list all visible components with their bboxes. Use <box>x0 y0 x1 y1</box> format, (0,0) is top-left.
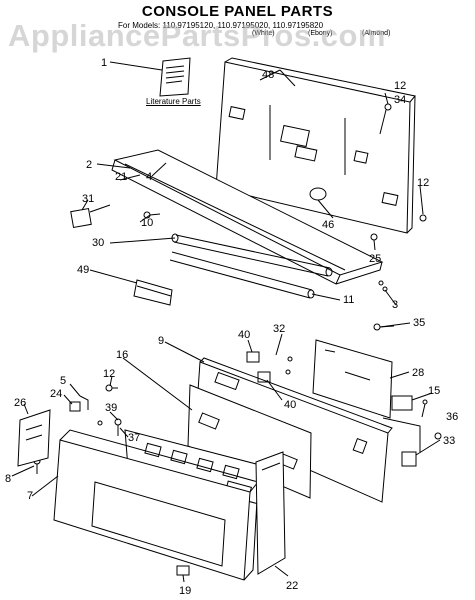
side-bracket <box>17 409 51 467</box>
control-board <box>312 339 393 419</box>
callout-2: 2 <box>86 159 92 171</box>
callout-15: 15 <box>428 385 440 397</box>
literature-booklet <box>159 57 191 97</box>
light-diffuser <box>169 251 315 299</box>
callout-46: 46 <box>322 219 334 231</box>
callout-9: 9 <box>158 335 164 347</box>
console-cover <box>111 149 384 285</box>
color-almond-label: (Almond) <box>362 30 391 37</box>
front-panel <box>53 429 259 581</box>
callout-19: 19 <box>179 585 191 597</box>
callout-40-a: 40 <box>238 329 250 341</box>
callout-49: 49 <box>77 264 89 276</box>
callout-36: 36 <box>446 411 458 423</box>
end-cap <box>255 451 286 575</box>
callout-30: 30 <box>92 237 104 249</box>
callout-34: 34 <box>394 94 406 106</box>
callout-24: 24 <box>50 388 62 400</box>
callout-40-b: 40 <box>284 399 296 411</box>
models-line: For Models: 110.97195120, 110.97195020, … <box>118 21 324 30</box>
callout-25: 25 <box>369 253 381 265</box>
relay <box>401 451 417 467</box>
power-button <box>176 565 190 576</box>
callout-33: 33 <box>443 435 455 447</box>
callout-12-b: 12 <box>417 177 429 189</box>
spring-clip <box>79 395 89 410</box>
color-ebony-label: (Ebony) <box>308 30 333 37</box>
callout-1: 1 <box>101 57 107 69</box>
callout-12-c: 12 <box>103 368 115 380</box>
callout-28: 28 <box>412 367 424 379</box>
bracket <box>133 279 173 306</box>
callout-8: 8 <box>5 473 11 485</box>
clip <box>69 401 81 412</box>
callout-31: 31 <box>82 193 94 205</box>
page-title: CONSOLE PANEL PARTS <box>141 3 334 20</box>
callout-7: 7 <box>27 490 33 502</box>
callout-26: 26 <box>14 397 26 409</box>
callout-16: 16 <box>116 349 128 361</box>
color-white-label: (White) <box>252 30 275 37</box>
switch-lower <box>257 371 271 383</box>
callout-5: 5 <box>60 375 66 387</box>
callout-4: 4 <box>146 171 152 183</box>
callout-labels: 1 48 12 34 2 21 4 12 31 10 46 30 25 49 3… <box>5 57 458 597</box>
callout-32: 32 <box>273 323 285 335</box>
callout-3: 3 <box>392 299 398 311</box>
callout-35: 35 <box>413 317 425 329</box>
callout-39: 39 <box>105 402 117 414</box>
callout-10: 10 <box>141 217 153 229</box>
callout-48: 48 <box>262 69 274 81</box>
callout-22: 22 <box>286 580 298 592</box>
transformer <box>391 395 413 411</box>
callout-37: 37 <box>128 432 140 444</box>
switch-upper <box>246 351 260 363</box>
ballast <box>70 204 111 229</box>
callout-12-a: 12 <box>394 80 406 92</box>
callout-11: 11 <box>343 294 354 306</box>
leader-lines <box>11 61 441 583</box>
rear-panel <box>215 57 416 234</box>
literature-parts-label: Literature Parts <box>146 97 201 106</box>
callout-21: 21 <box>115 171 127 183</box>
